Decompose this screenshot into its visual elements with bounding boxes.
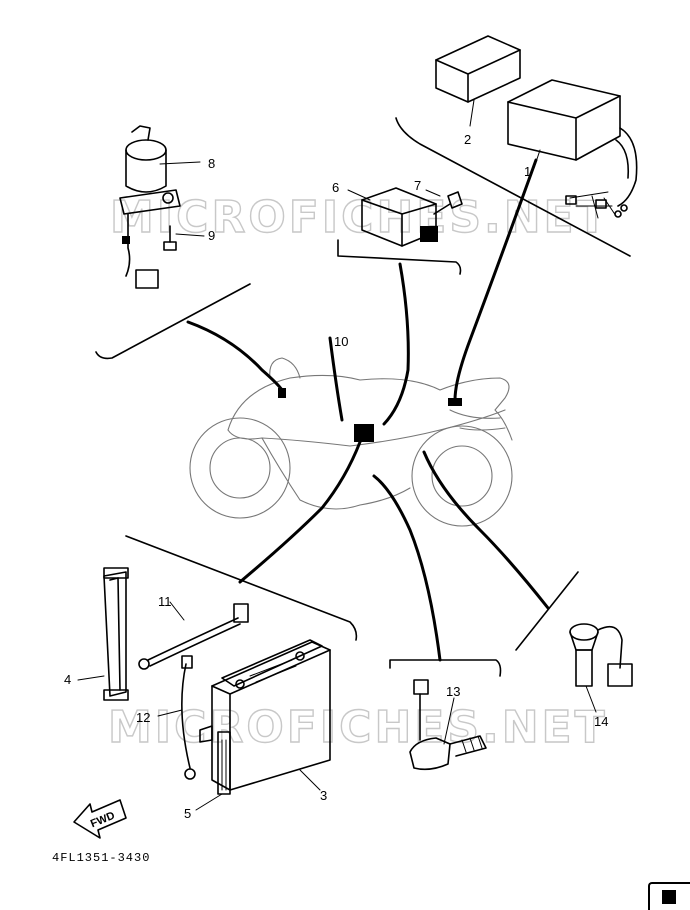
watermark-top: MICROFICHES.NET — [110, 192, 610, 243]
bracket-relay-group — [337, 239, 462, 275]
callout-13: 13 — [446, 684, 460, 699]
part-bolt-7 — [433, 191, 463, 215]
bracket-sidestand-group — [515, 571, 579, 651]
page-corner-mark — [648, 882, 690, 910]
callout-14: 14 — [594, 714, 608, 729]
harness-leaders — [186, 158, 550, 662]
callout-5: 5 — [184, 806, 191, 821]
bracket-battery-group — [125, 535, 358, 641]
callout-leaders — [77, 99, 597, 811]
part-breather-hose — [217, 731, 231, 795]
part-ecu-unit — [507, 79, 638, 219]
callout-1: 1 — [524, 164, 531, 179]
callout-8: 8 — [208, 156, 215, 171]
bracket-sensor-group — [389, 659, 502, 677]
part-screw-9 — [163, 225, 177, 251]
callout-7: 7 — [414, 178, 421, 193]
forward-arrow-icon: FWD — [73, 799, 127, 839]
callout-10: 10 — [334, 334, 348, 349]
harness-connector-rear — [448, 398, 462, 406]
part-sidestand-switch — [569, 623, 633, 687]
callout-9: 9 — [208, 228, 215, 243]
callout-11: 11 — [158, 594, 172, 609]
callout-4: 4 — [64, 672, 71, 687]
part-battery-cable — [138, 603, 249, 670]
part-sensor — [409, 679, 487, 771]
watermark-bottom: MICROFICHES.NET — [108, 702, 608, 753]
part-ecu-cover — [435, 35, 521, 103]
callout-12: 12 — [136, 710, 150, 725]
part-battery-band — [103, 567, 129, 701]
callout-3: 3 — [320, 788, 327, 803]
diagram-code: 4FL1351-3430 — [52, 851, 151, 865]
bracket-ecu-group — [395, 117, 631, 257]
bracket-ignition-group — [95, 283, 251, 360]
part-ignition-switch — [119, 125, 181, 289]
harness-junction — [354, 424, 374, 442]
part-relay — [361, 187, 438, 247]
motorcycle-outline — [189, 357, 513, 527]
callout-6: 6 — [332, 180, 339, 195]
harness-connector-front — [278, 388, 286, 398]
callout-2: 2 — [464, 132, 471, 147]
